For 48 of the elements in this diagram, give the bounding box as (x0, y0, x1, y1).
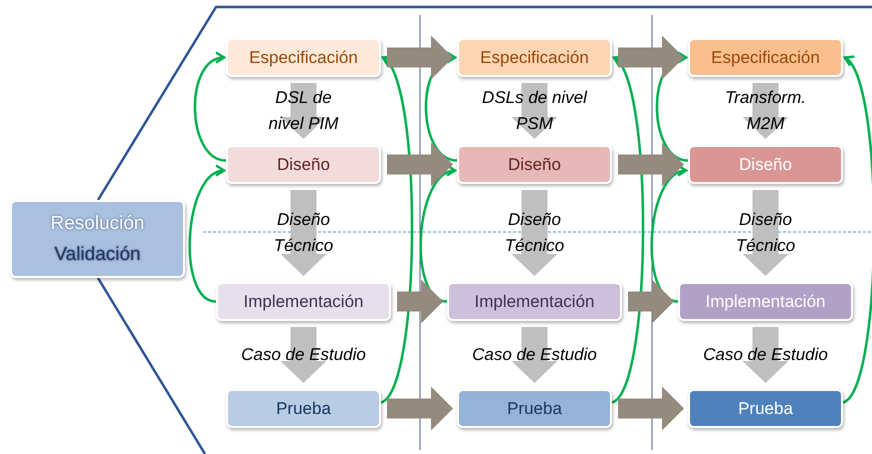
block-arrow (628, 280, 674, 324)
block-arrow (280, 190, 326, 276)
edge-label: DSLs de nivel PSM (482, 87, 587, 135)
box-label: Resolución (50, 214, 144, 233)
curved-arrow (188, 166, 226, 303)
process-box: Prueba (457, 389, 612, 428)
block-arrow (387, 36, 453, 80)
edge-label: Caso de Estudio (702, 344, 829, 366)
edge-label: Diseño Técnico (734, 209, 796, 257)
process-box: Implementación (678, 282, 853, 321)
process-box: Diseño (688, 145, 843, 184)
curved-arrow (420, 166, 456, 303)
process-box: Prueba (688, 389, 843, 428)
edge-label: Transform. M2M (724, 87, 807, 135)
process-box: Implementación (447, 282, 622, 321)
edge-label: Caso de Estudio (471, 344, 598, 366)
process-box (10, 200, 185, 278)
process-box: Especificación (226, 38, 381, 77)
block-arrow (742, 327, 788, 383)
process-box: Prueba (226, 389, 381, 428)
box-label: Validación (54, 245, 141, 264)
curved-arrow (611, 56, 644, 404)
process-box: Diseño (226, 145, 381, 184)
curved-arrow (842, 56, 872, 404)
block-arrow (618, 386, 684, 430)
block-arrow (397, 280, 443, 324)
block-arrow (618, 36, 684, 80)
curved-arrow (194, 53, 226, 162)
curved-arrow (380, 56, 414, 404)
process-box: Especificación (688, 38, 843, 77)
block-arrow (618, 142, 684, 186)
block-arrow (387, 386, 453, 430)
edge-label: Caso de Estudio (240, 344, 367, 366)
block-arrow (512, 327, 558, 383)
block-arrow (280, 83, 326, 139)
process-box: Especificación (457, 38, 612, 77)
block-arrow (742, 190, 788, 276)
edge-label: Diseño Técnico (504, 209, 566, 257)
block-arrow (512, 190, 558, 276)
process-box: Diseño (457, 145, 612, 184)
block-arrow (387, 142, 453, 186)
edge-label: Diseño Técnico (272, 209, 334, 257)
process-box: Implementación (216, 282, 391, 321)
block-arrow (280, 327, 326, 383)
block-arrow (742, 83, 788, 139)
curved-arrow (650, 166, 688, 303)
block-arrow (512, 83, 558, 139)
edge-label: DSL de nivel PIM (268, 87, 340, 135)
